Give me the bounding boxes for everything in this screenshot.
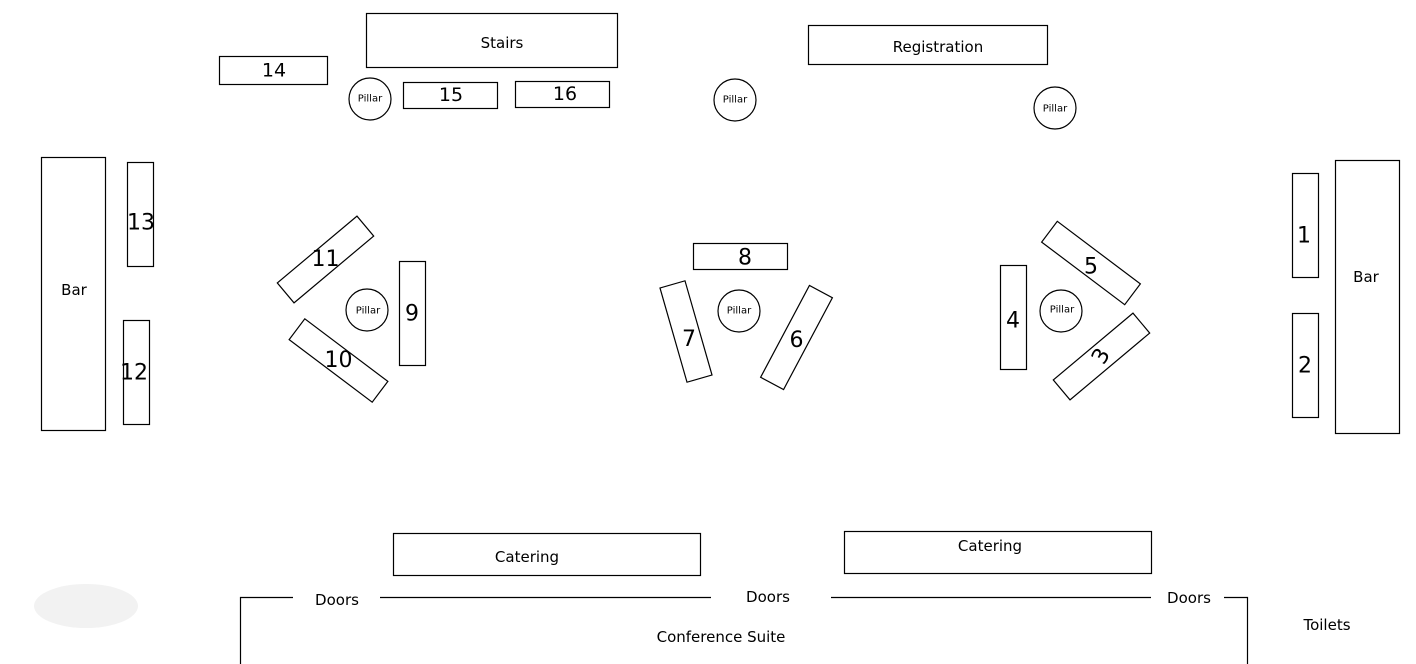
stairs: Stairs bbox=[365, 12, 619, 69]
table-9[interactable]: 9 bbox=[398, 260, 427, 367]
bar-right: Bar bbox=[1334, 159, 1401, 435]
pillar-label: Pillar bbox=[723, 95, 748, 106]
table-13[interactable]: 13 bbox=[126, 161, 155, 268]
table-10[interactable]: 10 bbox=[286, 315, 391, 407]
table-10-label: 10 bbox=[325, 348, 353, 373]
table-13-label: 13 bbox=[127, 211, 155, 236]
pillar-label: Pillar bbox=[1043, 104, 1068, 115]
table-12-label: 12 bbox=[120, 361, 148, 386]
catering-left: Catering bbox=[392, 532, 702, 577]
table-5-label: 5 bbox=[1084, 255, 1098, 280]
catering-right-label: Catering bbox=[958, 537, 1022, 555]
bar-left: Bar bbox=[40, 156, 107, 432]
doors-left[interactable]: Doors bbox=[315, 591, 359, 609]
table-2[interactable]: 2 bbox=[1291, 312, 1320, 419]
table-11-label: 11 bbox=[312, 247, 340, 272]
catering-right: Catering bbox=[843, 530, 1153, 575]
table-8-label: 8 bbox=[738, 246, 752, 271]
bar-left-label: Bar bbox=[61, 281, 87, 299]
pillar-left-cluster: Pillar bbox=[345, 288, 389, 332]
table-11[interactable]: 11 bbox=[274, 212, 378, 307]
table-6-label: 6 bbox=[790, 328, 804, 353]
pillar-top-right: Pillar bbox=[1033, 86, 1077, 130]
table-12[interactable]: 12 bbox=[120, 319, 151, 426]
table-4-label: 4 bbox=[1006, 309, 1020, 334]
pillar-middle-cluster: Pillar bbox=[717, 289, 761, 333]
table-3[interactable]: 3 bbox=[1052, 312, 1151, 401]
table-7-label: 7 bbox=[682, 327, 696, 352]
conference-suite-walls bbox=[239, 596, 1249, 664]
table-5[interactable]: 5 bbox=[1039, 220, 1142, 308]
catering-left-label: Catering bbox=[495, 548, 559, 566]
doors-right[interactable]: Doors bbox=[1167, 589, 1211, 607]
table-15[interactable]: 15 bbox=[402, 81, 499, 110]
doors-middle[interactable]: Doors bbox=[746, 588, 790, 606]
table-7[interactable]: 7 bbox=[659, 280, 713, 383]
stairs-label: Stairs bbox=[481, 34, 524, 52]
pillar-label: Pillar bbox=[358, 94, 383, 105]
pillar-label: Pillar bbox=[1050, 305, 1075, 316]
pillar-right-cluster: Pillar bbox=[1039, 289, 1083, 333]
registration-desk: Registration bbox=[807, 24, 1049, 66]
conference-suite-label: Conference Suite bbox=[657, 628, 786, 646]
registration-label: Registration bbox=[893, 38, 983, 56]
table-9-label: 9 bbox=[405, 302, 419, 327]
pillar-label: Pillar bbox=[727, 306, 752, 317]
table-14[interactable]: 14 bbox=[218, 55, 329, 86]
bar-right-label: Bar bbox=[1353, 268, 1379, 286]
pillar-top-left: Pillar bbox=[348, 77, 392, 121]
table-1-label: 1 bbox=[1297, 224, 1311, 249]
pillar-top-center: Pillar bbox=[713, 78, 757, 122]
table-2-label: 2 bbox=[1298, 354, 1312, 379]
background-smudge bbox=[34, 584, 138, 628]
table-15-label: 15 bbox=[439, 84, 463, 106]
table-1[interactable]: 1 bbox=[1291, 172, 1320, 279]
pillar-label: Pillar bbox=[356, 306, 381, 317]
toilets-label: Toilets bbox=[1302, 616, 1350, 634]
table-4[interactable]: 4 bbox=[999, 264, 1028, 371]
table-6[interactable]: 6 bbox=[759, 284, 834, 391]
table-16[interactable]: 16 bbox=[514, 80, 611, 109]
table-16-label: 16 bbox=[553, 83, 577, 105]
table-8[interactable]: 8 bbox=[692, 242, 789, 271]
table-14-label: 14 bbox=[262, 60, 286, 82]
